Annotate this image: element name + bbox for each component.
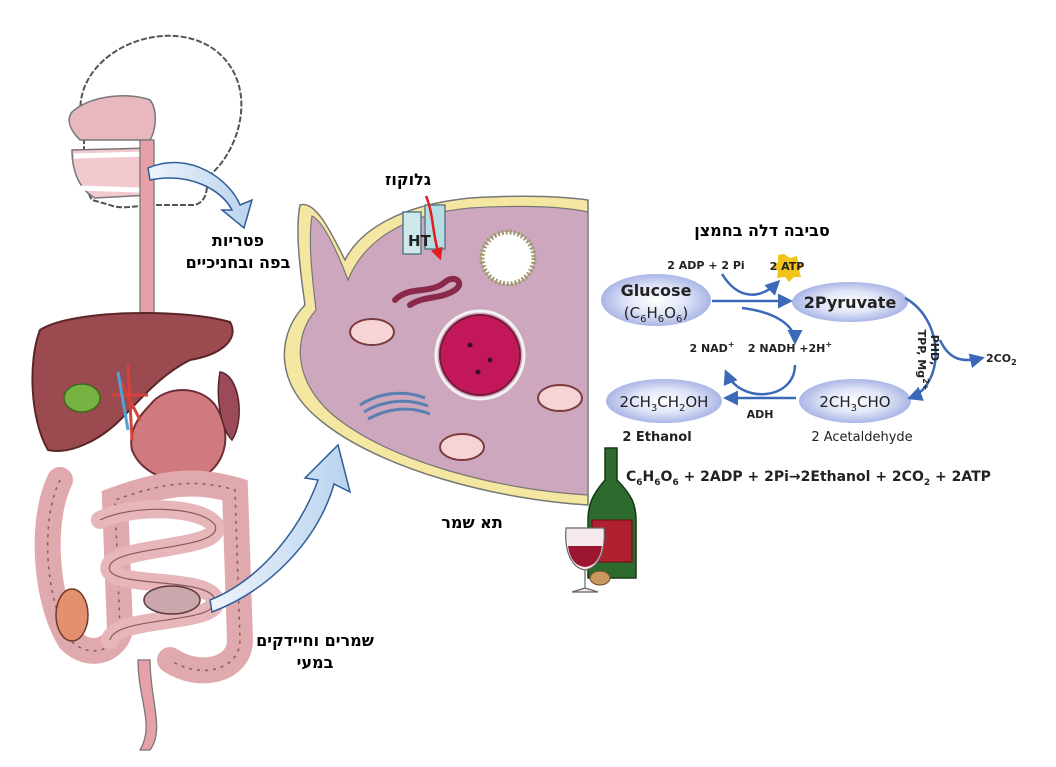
rectum: [137, 659, 158, 751]
nasal-cavity: [68, 95, 156, 141]
stomach: [130, 389, 227, 482]
mouth-label-line2: בפה ובחניכיים: [186, 253, 291, 272]
pyruvate-to-acetaldehyde-arrow: [904, 296, 937, 401]
gallbladder: [63, 383, 101, 413]
adp-label: 2 ADP + 2 Pi: [667, 259, 744, 272]
wine-illustration: [565, 447, 637, 593]
nucleus: [439, 314, 521, 396]
nucleolus-dot: [487, 357, 493, 363]
yeast-cell: HT גלוקוז תא שמר: [283, 170, 589, 532]
env-title: סביבה דלה בחמצן: [694, 221, 830, 240]
nucleolus-dot: [467, 342, 473, 348]
ethanol-formula: 2CH3CH2OH: [620, 393, 709, 414]
ht-label: HT: [408, 232, 432, 250]
co2-label: 2CO2: [986, 352, 1017, 367]
cell-label: תא שמר: [441, 513, 503, 532]
cofactor-label-line2: TPP, Mg2+: [915, 330, 930, 391]
glucose-label: Glucose: [621, 281, 692, 300]
atp-label: 2 ATP: [770, 260, 805, 273]
cork: [589, 570, 611, 586]
pyruvate-node: [792, 282, 908, 322]
cofactor-label-line1: PHD,: [928, 335, 941, 366]
nad-label: 2 NAD+: [689, 340, 734, 355]
mouth-arrow: [147, 161, 254, 230]
acetaldehyde-formula: 2CH3CHO: [819, 393, 890, 414]
glucose-heb-label: גלוקוז: [385, 170, 431, 189]
golgi-apparatus: [359, 391, 431, 421]
acetaldehyde-name: 2 Acetaldehyde: [811, 430, 912, 445]
teeth: [73, 151, 149, 193]
vein: [116, 371, 130, 431]
spleen: [217, 371, 240, 442]
glucose-transporter: [402, 211, 422, 255]
acetaldehyde-node: [799, 379, 911, 423]
vacuole: [479, 229, 537, 287]
nuclear-envelope: [434, 309, 526, 401]
small-intestine-outline: [99, 508, 216, 641]
gut-arrow: [209, 443, 352, 614]
nadh-label: 2 NADH +2H+: [748, 340, 832, 355]
large-intestine-folds: [46, 479, 241, 672]
nad-to-nadh-arrow: [741, 306, 803, 345]
gut-bacteria-patch: [143, 585, 201, 615]
wine-in-glass: [568, 546, 602, 567]
adp-to-atp-arrow: [720, 273, 781, 296]
mitochondrion: [349, 318, 395, 346]
mitochondrion: [439, 433, 485, 461]
glucose-transport-arrow: [424, 195, 443, 261]
glucose-formula: (C6H6O6): [624, 304, 688, 325]
nadh-to-nad-arrow: [723, 364, 797, 396]
atp-star: [772, 254, 804, 282]
mitochondrion: [537, 384, 583, 412]
nucleolus-dot: [475, 369, 481, 375]
overall-equation: C6H6O6 + 2ADP + 2Pi→2Ethanol + 2CO2 + 2A…: [626, 469, 991, 488]
adh-label: ADH: [747, 408, 774, 421]
pyruvate-label: 2Pyruvate: [804, 293, 897, 312]
ethanol-node: [606, 379, 722, 423]
ethanol-name: 2 Ethanol: [622, 430, 691, 445]
gut-label-line2: במעי: [297, 653, 334, 672]
blood-vessels: [112, 364, 148, 441]
fermentation-pathway: סביבה דלה בחמצן Glucose (C6H6O6) 2Pyruva…: [601, 221, 1017, 488]
liver: [31, 312, 234, 452]
endoplasmic-reticulum: [392, 275, 463, 308]
human-body-illustration: [31, 34, 254, 751]
appendix: [55, 588, 89, 642]
co2-release-arrow: [938, 339, 985, 369]
gut-label-line1: שמרים וחיידקים: [256, 631, 374, 650]
glucose-node: [601, 274, 711, 326]
mouth-label-line1: פטריות: [212, 231, 264, 250]
